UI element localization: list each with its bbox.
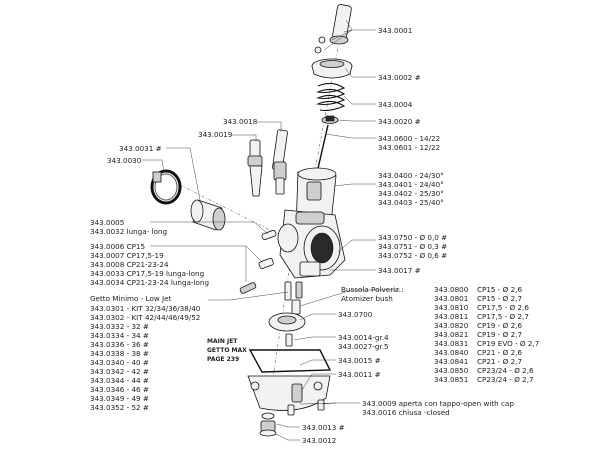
label-343-0751: 343.0751 - Ø 0,3 # <box>378 242 447 251</box>
label-343-0301: 343.0301 - KIT 32/34/36/38/40 <box>90 304 201 313</box>
label-343-0011: 343.0011 # <box>338 370 381 379</box>
label-343-0005: 343.0005 <box>90 218 124 227</box>
main-jet-note-line1: MAIN JET <box>207 338 238 345</box>
part-labels: 343.0001 343.0002 # 343.0004 343.0020 # … <box>90 26 539 445</box>
atomizer-code: 343.0831 <box>434 339 468 348</box>
atomizer-spec: CP17,5 - Ø 2,7 <box>477 312 529 321</box>
air-adjust-screw <box>247 139 263 197</box>
label-343-0403: 343.0403 - 25/40° <box>378 198 444 207</box>
atomizer-spec: CP17,5 - Ø 2,6 <box>477 303 529 312</box>
label-343-0015: 343.0015 # <box>338 356 381 365</box>
label-343-0001: 343.0001 <box>378 26 412 35</box>
top-cap <box>311 58 353 79</box>
label-343-0009: 343.0009 aperta con tappo-open with cap <box>362 399 514 408</box>
atomizer-spec: CP21 - Ø 2,6 <box>477 348 522 357</box>
label-343-0344: 343.0344 - 44 # <box>90 376 149 385</box>
label-343-0033: 343.0033 CP17,5-19 lunga-long <box>90 269 204 278</box>
label-343-0034: 343.0034 CP21-23-24 lunga-long <box>90 278 209 287</box>
atomizer-bush <box>291 299 301 315</box>
idle-adjust-screw <box>272 129 288 195</box>
atomizer-code: 343.0851 <box>434 375 468 384</box>
atomizer-spec: CP19 - Ø 2,7 <box>477 330 522 339</box>
atomizer-code: 343.0800 <box>434 285 469 294</box>
label-343-0752: 343.0752 - Ø 0,6 # <box>378 251 447 260</box>
label-343-0013: 343.0013 # <box>302 423 345 432</box>
label-343-0014: 343.0014-gr.4 <box>338 333 389 342</box>
low-jet <box>284 281 303 301</box>
label-343-0302: 343.0302 - KIT 42/44/46/49/52 <box>90 313 200 322</box>
main-jet-note-line3: PAGE 239 <box>207 356 239 363</box>
atomizer-title-en: Atomizer bush <box>341 294 393 303</box>
label-343-0027: 343.0027-gr.5 <box>338 342 389 351</box>
hose-clamp <box>150 169 182 205</box>
drain-plug <box>259 412 277 437</box>
label-343-0030: 343.0030 <box>107 156 142 165</box>
label-343-0002: 343.0002 # <box>378 73 421 82</box>
label-343-0332: 343.0332 - 32 # <box>90 322 149 331</box>
atomizer-code: 343.0821 <box>434 330 468 339</box>
side-screws <box>239 229 277 294</box>
float-bowl <box>247 375 331 411</box>
top-adjuster-screw <box>329 4 352 45</box>
label-343-0401: 343.0401 - 24/40° <box>378 180 444 189</box>
intake-axis-line <box>179 184 291 241</box>
label-343-0016: 343.0016 chiusa -closed <box>362 408 450 417</box>
carburetor-body <box>277 209 346 279</box>
main-jet-note-line2: GETTO MAX <box>207 347 247 354</box>
label-343-0031: 343.0031 # <box>119 144 162 153</box>
label-343-0019: 343.0019 <box>198 130 233 139</box>
atomizer-spec: CP15 - Ø 2,6 <box>477 285 522 294</box>
label-343-0346: 343.0346 - 46 # <box>90 385 149 394</box>
label-343-0340: 343.0340 - 40 # <box>90 358 149 367</box>
label-343-0032: 343.0032 lunga- long <box>90 227 167 236</box>
float <box>268 312 306 332</box>
label-343-0750: 343.0750 - Ø 0,0 # <box>378 233 447 242</box>
label-343-0349: 343.0349 - 49 # <box>90 394 149 403</box>
label-343-0352: 343.0352 - 52 # <box>90 403 149 412</box>
atomizer-spec: CP23/24 - Ø 2,7 <box>477 375 534 384</box>
bowl-bottom-screws <box>287 399 325 416</box>
atomizer-spec: CP19 EVO - Ø 2,7 <box>477 339 539 348</box>
label-343-0004: 343.0004 <box>378 100 413 109</box>
atomizer-spec: CP15 - Ø 2,7 <box>477 294 522 303</box>
cap-nut-parts <box>314 36 326 54</box>
label-343-0338: 343.0338 - 38 # <box>90 349 149 358</box>
throttle-spring <box>316 82 346 112</box>
leader-lines <box>142 19 400 441</box>
atomizer-code: 343.0840 <box>434 348 469 357</box>
atomizer-spec: CP23/24 - Ø 2,6 <box>477 366 534 375</box>
assembly-axis-line <box>299 9 346 251</box>
label-343-0700: 343.0700 <box>338 310 373 319</box>
label-343-0008: 343.0008 CP21-23-24 <box>90 260 169 269</box>
label-343-0017: 343.0017 # <box>378 266 421 275</box>
label-343-0007: 343.0007 CP17,5-19 <box>90 251 164 260</box>
atomizer-code: 343.0801 <box>434 294 468 303</box>
atomizer-spec: CP19 - Ø 2,6 <box>477 321 522 330</box>
atomizer-code: 343.0841 <box>434 357 468 366</box>
needle-clip-plate <box>321 115 339 124</box>
label-343-0402: 343.0402 - 25/30° <box>378 189 444 198</box>
label-343-0334: 343.0334 - 34 # <box>90 331 149 340</box>
label-343-0600: 343.0600 - 14/22 <box>378 134 440 143</box>
float-needle <box>285 333 293 347</box>
label-343-0400: 343.0400 - 24/30° <box>378 171 444 180</box>
low-jet-title: Getto Minimo - Low Jet <box>90 294 172 303</box>
atomizer-spec: CP21 - Ø 2,7 <box>477 357 522 366</box>
bowl-gasket <box>248 349 332 373</box>
label-343-0020: 343.0020 # <box>378 117 421 126</box>
atomizer-code: 343.0810 <box>434 303 469 312</box>
label-343-0006: 343.0006 CP15 <box>90 242 145 251</box>
label-343-0012: 343.0012 <box>302 436 336 445</box>
atomizer-code: 343.0820 <box>434 321 469 330</box>
atomizer-code: 343.0811 <box>434 312 468 321</box>
atomizer-title-it: Bussola Polveriz.: <box>341 285 404 294</box>
label-343-0342: 343.0342 - 42 # <box>90 367 149 376</box>
atomizer-code: 343.0850 <box>434 366 469 375</box>
label-343-0601: 343.0601 - 12/22 <box>378 143 440 152</box>
label-343-0018: 343.0018 <box>223 117 258 126</box>
label-343-0336: 343.0336 - 36 # <box>90 340 149 349</box>
intake-sleeve <box>190 199 226 231</box>
